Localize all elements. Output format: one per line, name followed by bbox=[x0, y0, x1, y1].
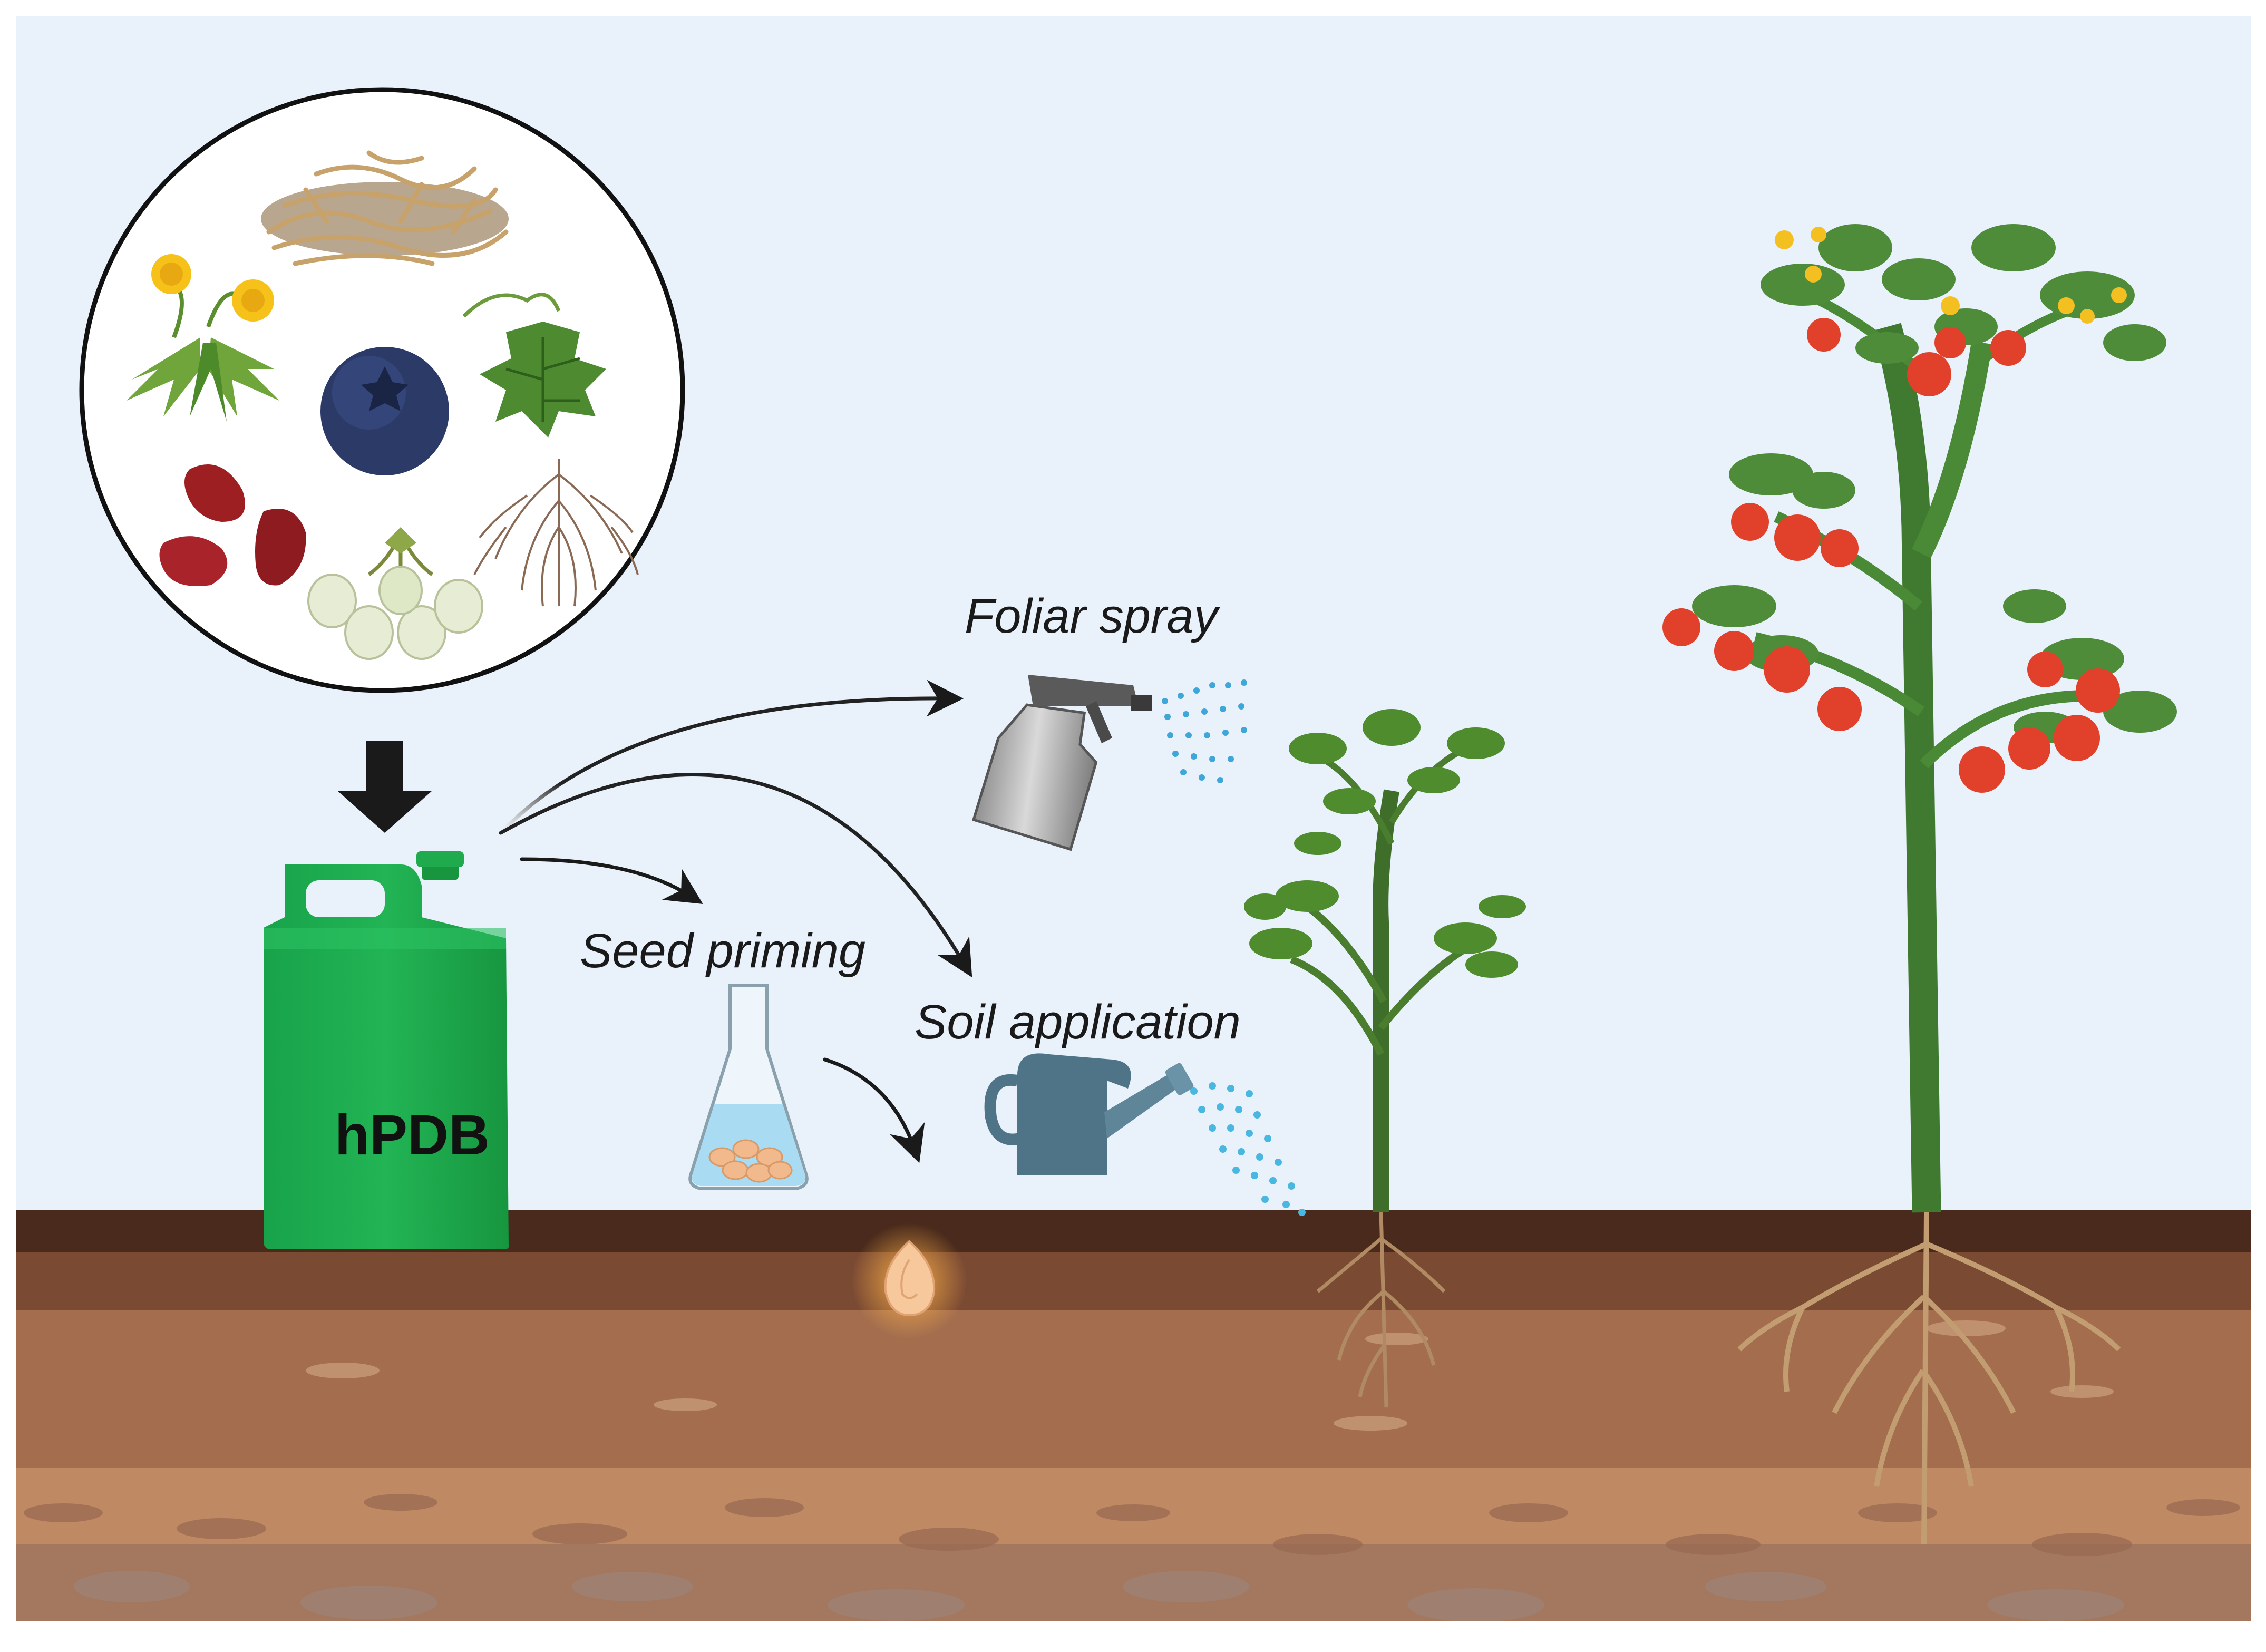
watering-can-stream bbox=[1190, 1082, 1306, 1216]
arrow-to-foliar bbox=[499, 679, 964, 835]
seedling-icon bbox=[1244, 709, 1526, 1408]
jug-icon: hPDB bbox=[264, 851, 509, 1249]
soil bbox=[16, 1210, 2251, 1652]
foliar-spray-label: Foliar spray bbox=[965, 589, 1221, 643]
kidney-beans-icon bbox=[159, 464, 306, 586]
grape-leaf-icon bbox=[462, 293, 606, 438]
blueberry-flowers-icon bbox=[307, 527, 483, 660]
seed-icon bbox=[851, 1223, 967, 1339]
ingredients-circle bbox=[79, 87, 685, 693]
seed-priming-label: Seed priming bbox=[580, 924, 865, 978]
arrow-to-seed bbox=[520, 857, 703, 905]
blueberry-icon bbox=[320, 347, 449, 475]
arrow-to-soil bbox=[499, 773, 972, 978]
dry-roots-icon bbox=[261, 150, 509, 266]
dandelion-icon bbox=[127, 254, 279, 422]
down-arrow-icon bbox=[337, 741, 432, 833]
spray-mist bbox=[1162, 679, 1247, 783]
application-arrows bbox=[499, 679, 972, 1163]
watering-can-icon bbox=[984, 1053, 1194, 1175]
product-label: hPDB bbox=[335, 1103, 490, 1167]
root-system-icon bbox=[473, 459, 639, 607]
tomato-plant-icon bbox=[1662, 224, 2177, 1545]
arrow-flask-to-seed bbox=[823, 1057, 925, 1163]
flask-icon bbox=[688, 984, 809, 1190]
spray-bottle-icon bbox=[971, 675, 1152, 851]
soil-application-label: Soil application bbox=[915, 995, 1241, 1049]
